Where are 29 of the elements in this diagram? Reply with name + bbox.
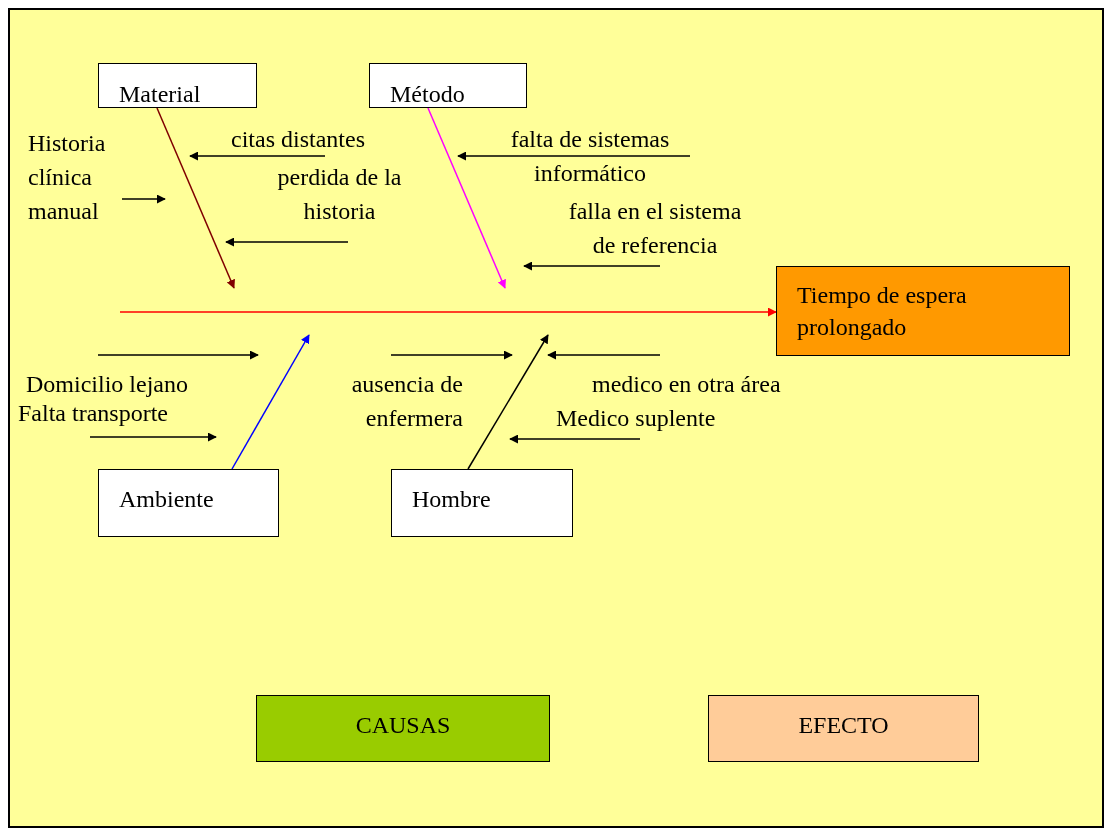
arrow	[523, 261, 661, 271]
effect-key-box: EFECTO	[708, 695, 979, 762]
arrow	[390, 350, 513, 360]
causes-key-box: CAUSAS	[256, 695, 550, 762]
cause-text: falla en el sistema de referencia	[560, 194, 750, 266]
effect-box: Tiempo de espera prolongado	[776, 266, 1070, 356]
arrow	[121, 194, 166, 204]
category-box: Ambiente	[98, 469, 279, 537]
arrow	[89, 432, 217, 442]
cause-text: Medico suplente	[556, 401, 766, 439]
arrow	[119, 307, 777, 317]
category-box: Método	[369, 63, 527, 108]
arrow	[189, 151, 326, 161]
cause-text: citas distantes	[208, 122, 388, 156]
arrow	[225, 237, 349, 247]
arrow	[467, 334, 549, 470]
arrow	[97, 350, 259, 360]
category-box: Material	[98, 63, 257, 108]
arrow	[427, 107, 506, 289]
arrow	[457, 151, 691, 161]
category-box: Hombre	[391, 469, 573, 537]
cause-text: medico en otra área	[592, 355, 812, 401]
arrow	[231, 334, 310, 470]
cause-text: perdida de la historia	[272, 160, 407, 242]
cause-text: Historia clínica manual	[28, 126, 122, 230]
cause-text: ausencia de enfermera	[340, 355, 463, 435]
arrow	[156, 107, 235, 289]
arrow	[547, 350, 661, 360]
arrow	[509, 434, 641, 444]
